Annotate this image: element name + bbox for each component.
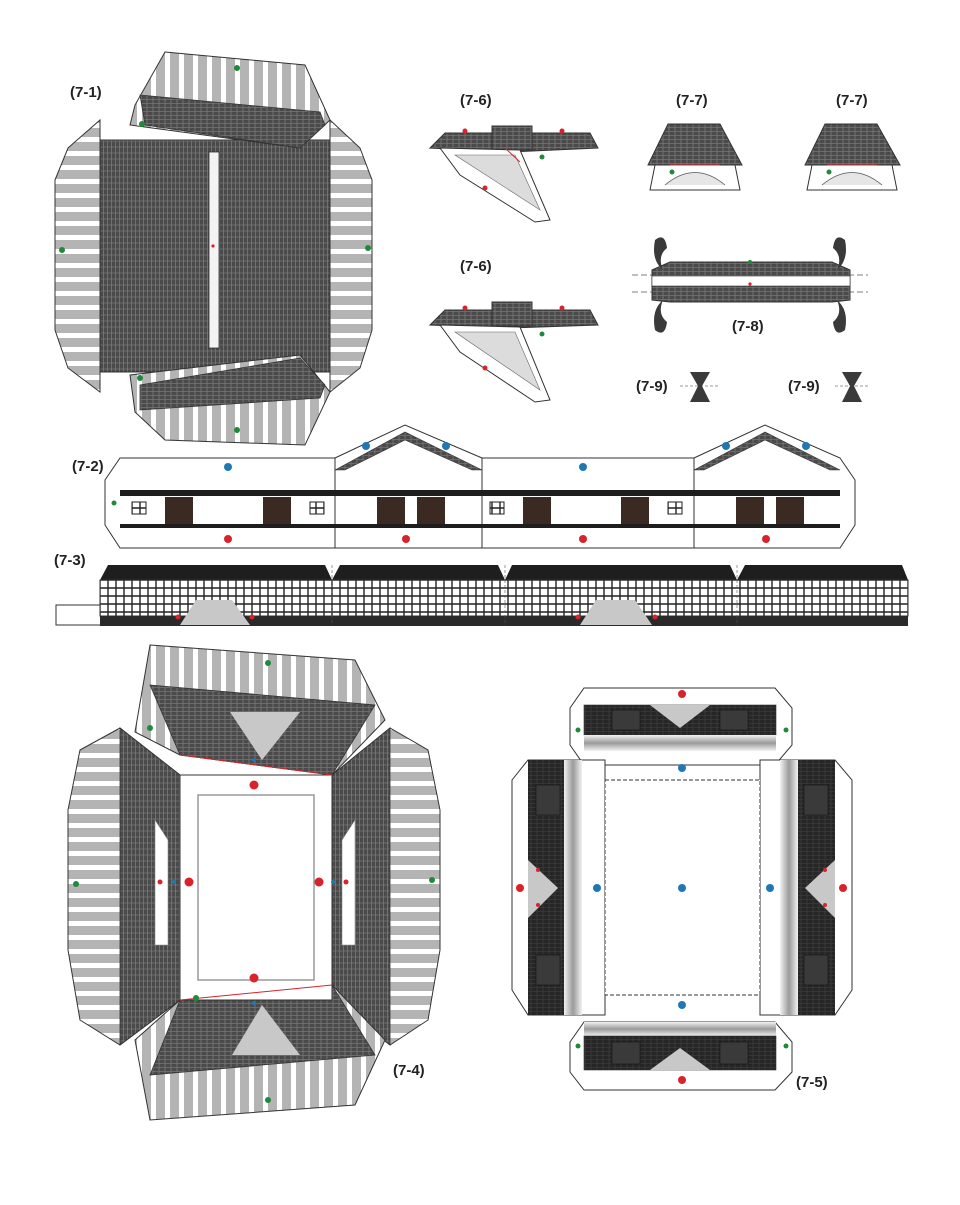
part-7-6-bottom — [428, 301, 599, 403]
part-7-7-left — [647, 123, 743, 191]
roof-ridge — [208, 151, 220, 349]
part-7-5-base — [511, 687, 853, 1091]
label-part-7-7-left: (7-7) — [676, 92, 708, 109]
roof-left-eave — [54, 118, 101, 393]
label-part-7-6-bottom: (7-6) — [460, 258, 492, 275]
part-7-4-lower-roof — [67, 644, 441, 1121]
roof-bottom-tiles — [139, 357, 326, 411]
roof-right-eave — [329, 118, 373, 394]
part-7-6-top — [428, 125, 599, 223]
part-7-8-ridge — [632, 237, 868, 333]
label-part-7-2: (7-2) — [72, 458, 104, 475]
part-7-3-lower-walls — [55, 565, 909, 626]
roof-top-tiles — [139, 94, 326, 149]
label-part-7-8: (7-8) — [732, 318, 764, 335]
label-part-7-6-top: (7-6) — [460, 92, 492, 109]
label-part-7-9-left: (7-9) — [636, 378, 668, 395]
label-part-7-1: (7-1) — [70, 84, 102, 101]
part-7-9-ornaments — [680, 372, 870, 402]
part-7-7-right — [804, 123, 901, 191]
label-part-7-7-right: (7-7) — [836, 92, 868, 109]
part-7-1-roof — [54, 51, 373, 446]
label-part-7-9-right: (7-9) — [788, 378, 820, 395]
label-part-7-5: (7-5) — [796, 1074, 828, 1091]
label-part-7-4: (7-4) — [393, 1062, 425, 1079]
label-part-7-3: (7-3) — [54, 552, 86, 569]
part-7-2-walls — [104, 424, 856, 549]
